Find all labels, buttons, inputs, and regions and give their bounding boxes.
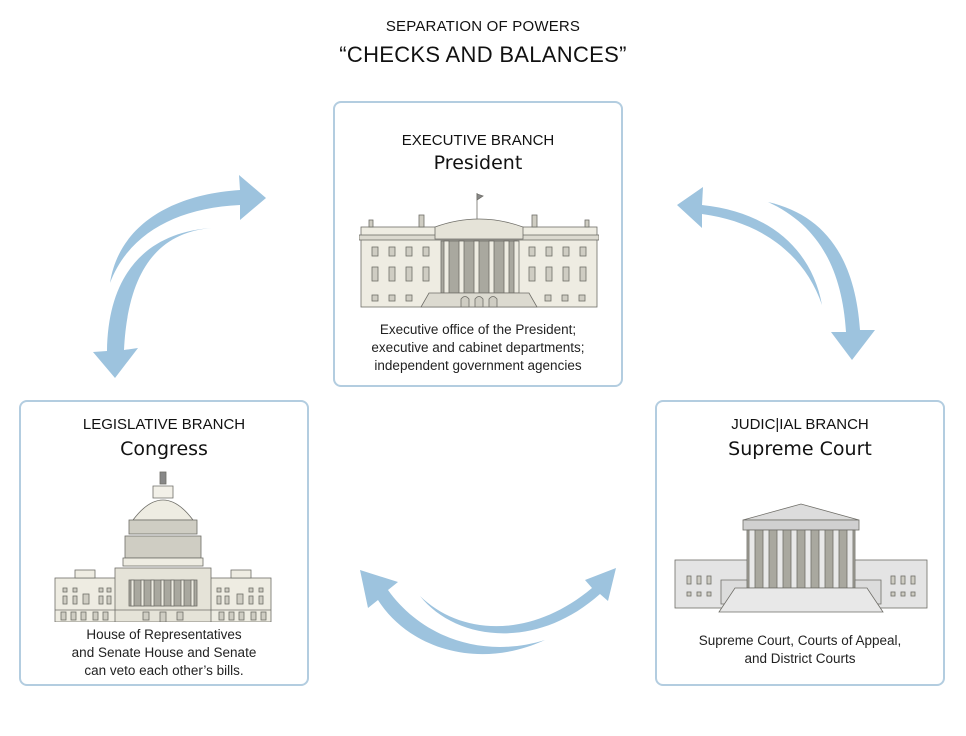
arrow-to-legislative xyxy=(93,228,212,378)
branch-head: Congress xyxy=(120,438,208,460)
description-line: and District Courts xyxy=(744,651,856,666)
branch-label: EXECUTIVE BRANCH xyxy=(401,132,555,149)
judicial-branch-box: JUDIC|IAL BRANCH Supreme Court Supr xyxy=(655,400,945,686)
branch-label: JUDIC|IAL BRANCH xyxy=(731,416,869,433)
executive-branch-box: EXECUTIVE BRANCH President xyxy=(333,101,623,387)
white-house-icon xyxy=(359,193,599,308)
branch-head: Supreme Court xyxy=(728,438,872,460)
arrow-to-legislative-from-judicial xyxy=(360,570,545,655)
capitol-building-icon xyxy=(54,471,272,622)
description-line: House of Representatives xyxy=(86,627,242,642)
executive-judicial-arrows xyxy=(677,187,875,360)
branch-head: President xyxy=(433,152,523,174)
branch-description: Supreme Court, Courts of Appeal, and Dis… xyxy=(657,632,943,668)
description-line: Supreme Court, Courts of Appeal, xyxy=(698,633,902,648)
legislative-branch-box: LEGISLATIVE BRANCH Congress xyxy=(19,400,309,686)
legislative-judicial-arrows xyxy=(360,568,616,655)
arrow-to-judicial xyxy=(768,202,875,360)
branch-label: LEGISLATIVE BRANCH xyxy=(82,416,246,433)
description-line: can veto each other’s bills. xyxy=(84,663,244,678)
supreme-court-building-icon xyxy=(674,503,928,613)
description-line: independent government agencies xyxy=(374,358,582,373)
diagram-subtitle: SEPARATION OF POWERS xyxy=(385,18,581,35)
description-line: Executive office of the President; xyxy=(379,322,577,337)
arrow-to-executive-from-judicial xyxy=(677,187,822,305)
arrow-to-executive xyxy=(110,175,266,283)
legislative-executive-arrows xyxy=(93,175,266,378)
arrow-to-judicial-from-legislative xyxy=(420,568,616,634)
description-line: executive and cabinet departments; xyxy=(371,340,585,355)
description-line: and Senate House and Senate xyxy=(71,645,257,660)
diagram-title: “CHECKS AND BALANCES” xyxy=(339,42,627,67)
branch-description: Executive office of the President; execu… xyxy=(335,321,621,375)
branch-description: House of Representatives and Senate Hous… xyxy=(21,626,307,680)
